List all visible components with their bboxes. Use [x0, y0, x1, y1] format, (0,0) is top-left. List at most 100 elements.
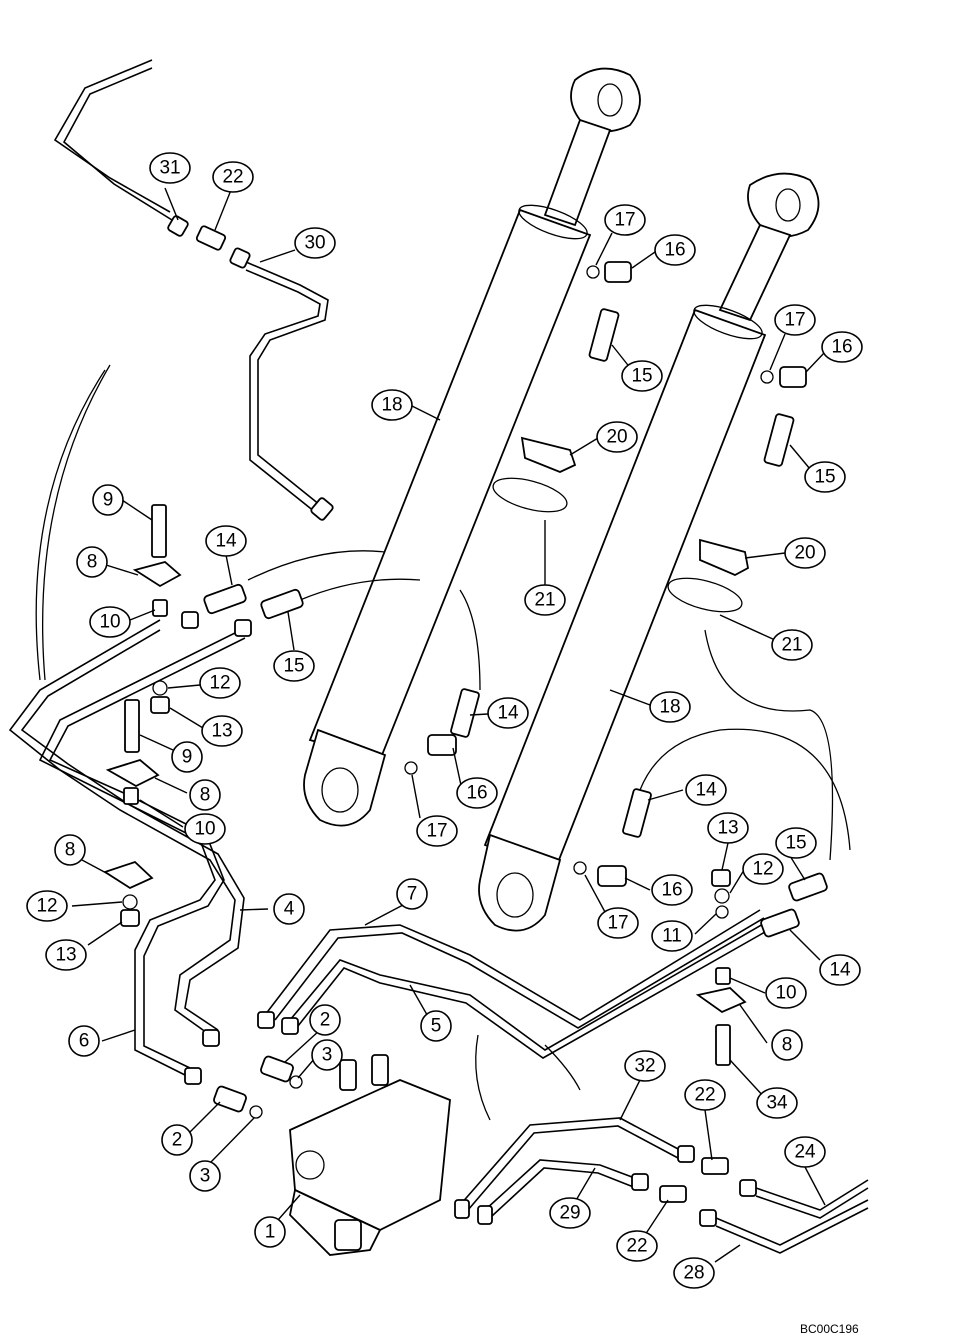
leader-10a [129, 609, 156, 621]
leader-16b [805, 351, 826, 373]
washer-11-right [715, 905, 729, 919]
callout-label: 29 [559, 1203, 580, 1224]
arc-break-center-2 [544, 1044, 581, 1091]
callout-label: 4 [284, 899, 295, 920]
callout-label: 8 [782, 1035, 793, 1056]
callout-label: 16 [831, 337, 852, 358]
arc-break-center [475, 1034, 491, 1121]
leader-7 [364, 904, 404, 926]
callout-label: 31 [159, 158, 180, 179]
tube-24-outline [755, 1187, 869, 1219]
leader-34 [729, 1059, 766, 1099]
washer-12-upper [152, 680, 168, 696]
clamp-shield-20-left [520, 436, 577, 473]
callout-label: 7 [407, 884, 418, 905]
lift-cylinder-right [478, 172, 820, 932]
callout-20b: 20 [784, 537, 826, 569]
callout-13b: 13 [707, 812, 749, 844]
callout-30: 30 [294, 227, 336, 259]
callout-label: 17 [426, 821, 447, 842]
fitting-2-right [260, 1055, 294, 1083]
callout-label: 2 [172, 1130, 183, 1151]
callout-label: 30 [304, 233, 325, 254]
callout-label: 13 [211, 721, 232, 742]
callout-label: 20 [794, 543, 815, 564]
callout-17a: 17 [604, 204, 646, 236]
callout-label: 22 [626, 1236, 647, 1257]
hose-14-lower [622, 788, 652, 838]
tube-28 [715, 1199, 869, 1246]
leader-15d [789, 855, 806, 881]
callout-leaders [71, 187, 826, 1263]
callout-label: 12 [209, 673, 230, 694]
callout-17c: 17 [416, 815, 458, 847]
callout-label: 8 [87, 552, 98, 573]
arc-break-left [41, 364, 111, 681]
callout-label: 3 [200, 1166, 211, 1187]
tube-32 [459, 1117, 681, 1206]
spacer-10-top [152, 599, 168, 617]
leader-11 [694, 913, 717, 935]
callout-label: 16 [466, 783, 487, 804]
cylinder-rod-eye-right [747, 172, 820, 238]
callout-16b: 16 [821, 331, 863, 363]
oring-17-left [586, 265, 600, 279]
tube-6-outline [48, 637, 246, 1069]
tube-31-outline [62, 67, 173, 221]
fitting-30-end [310, 497, 334, 521]
callout-label: 17 [784, 310, 805, 331]
washer-12-right [714, 888, 730, 904]
callout-16d: 16 [651, 874, 693, 906]
callout-label: 12 [36, 896, 57, 917]
callout-14d: 14 [819, 954, 861, 986]
cylinder-base-bore-left [321, 767, 359, 813]
tube-24 [755, 1179, 869, 1211]
callout-16a: 16 [654, 234, 696, 266]
cylinder-rod-eye-bore-right [775, 188, 801, 222]
leader-12c [71, 901, 123, 907]
leader-12b [729, 869, 745, 894]
callout-28: 28 [673, 1257, 715, 1289]
lift-cylinder-left [303, 67, 641, 827]
callout-label: 21 [534, 590, 555, 611]
callout-label: 6 [79, 1031, 90, 1052]
leader-9b [139, 734, 174, 751]
spacer-10-right [715, 967, 731, 985]
tube-29 [484, 1159, 641, 1211]
callout-8a: 8 [76, 546, 108, 578]
oring-17-right [760, 370, 774, 384]
fitting-32-nut [677, 1145, 695, 1163]
leader-2a [284, 1029, 321, 1063]
callout-label: 24 [794, 1142, 816, 1163]
callout-label: 17 [614, 210, 635, 231]
callout-label: 21 [781, 635, 802, 656]
callout-label: 28 [683, 1263, 704, 1284]
callout-label: 14 [829, 960, 851, 981]
leader-16c [452, 747, 463, 791]
oring-3-left [249, 1105, 263, 1119]
callout-10c: 10 [765, 977, 807, 1009]
tube-5-outline [297, 927, 773, 1059]
leader-14d [789, 929, 821, 961]
fitting-14-right [760, 908, 800, 938]
callout-15b: 15 [804, 461, 846, 493]
callout-label: 15 [785, 833, 806, 854]
leader-3b [209, 1117, 255, 1164]
cylinder-barrel-top-right [693, 304, 763, 340]
oring-17-mid [404, 761, 418, 775]
fitting-7-nut [281, 1017, 299, 1035]
callout-label: 17 [607, 913, 628, 934]
leader-13c [87, 921, 123, 946]
callout-label: 11 [662, 926, 682, 947]
fitting-29-nut [631, 1173, 649, 1191]
callout-11: 11 [651, 920, 693, 952]
leader-17d [584, 874, 606, 913]
tube-4-outline [20, 629, 245, 1031]
fitting-15-right [788, 872, 828, 902]
callout-3b: 3 [189, 1160, 221, 1192]
callout-label: 15 [631, 366, 652, 387]
callout-6: 6 [68, 1025, 100, 1057]
callout-15d: 15 [775, 827, 817, 859]
callout-22c: 22 [616, 1230, 658, 1262]
